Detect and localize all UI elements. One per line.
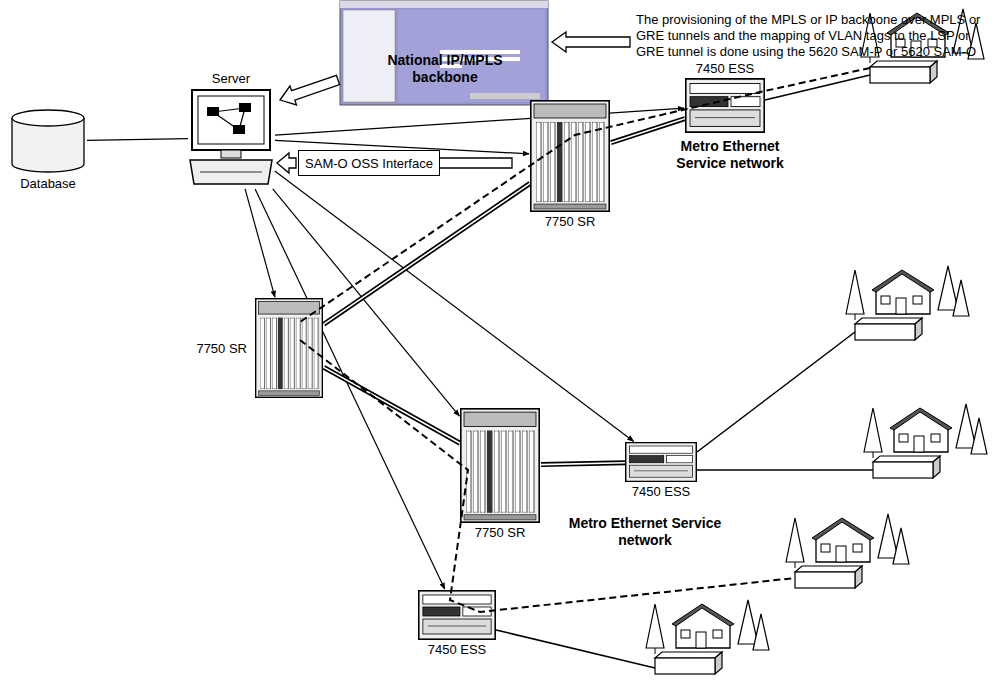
server-drawing <box>190 90 272 184</box>
management-link <box>245 189 275 297</box>
block-arrow <box>277 153 296 173</box>
sr-icon <box>460 408 540 523</box>
device-label: 7750 SR <box>196 341 247 356</box>
switch-node: 7450 ESS <box>418 590 496 640</box>
link-inner <box>611 119 685 143</box>
switch-node: 7450 ESS <box>685 78 765 133</box>
db-drawing <box>12 110 84 172</box>
backbone-link <box>324 183 530 324</box>
link-outer <box>611 119 685 143</box>
db-icon <box>10 108 86 174</box>
switch-node: 7450 ESS <box>625 442 697 482</box>
window-frame <box>340 1 548 105</box>
link-outer <box>541 463 625 465</box>
cloud-shape <box>219 45 633 531</box>
link-outer <box>324 183 530 324</box>
device-label: 7750 SR <box>545 214 596 229</box>
device-label: 7450 ESS <box>632 484 691 499</box>
customer-site <box>846 266 969 340</box>
management-link <box>275 108 684 135</box>
sr-drawing <box>461 409 539 522</box>
device-label: 7450 ESS <box>696 61 755 76</box>
node-label: Server <box>212 71 250 86</box>
buttons <box>470 93 540 99</box>
block-arrow <box>280 75 340 105</box>
ess-icon <box>625 442 697 482</box>
link-inner <box>541 463 625 465</box>
server-icon <box>188 88 274 188</box>
backbone-link <box>611 119 685 143</box>
block-arrow <box>552 32 630 52</box>
backbone-link <box>541 463 625 465</box>
sr-icon <box>530 100 610 212</box>
link-outer <box>324 367 460 443</box>
server-node: Server <box>188 88 274 188</box>
access-line <box>697 332 855 452</box>
customer-site <box>864 404 987 478</box>
callout-note: The provisioning of the MPLS or IP backb… <box>636 12 986 60</box>
node-label: Database <box>20 176 76 191</box>
tunnel-line <box>300 68 870 322</box>
customer-site <box>786 514 909 588</box>
router-node: 7750 SR <box>460 408 540 523</box>
device-label: 7750 SR <box>475 525 526 540</box>
ess-icon <box>418 590 496 640</box>
device-label: 7450 ESS <box>428 642 487 657</box>
cloud-label: Metro Ethernet Service network <box>660 138 800 172</box>
management-link <box>255 189 445 589</box>
ess-drawing <box>626 443 697 482</box>
backbone-link <box>324 367 460 443</box>
box-label: SAM-O OSS Interface <box>305 156 433 171</box>
interface-box: SAM-O OSS Interface <box>298 150 440 176</box>
screenshot <box>340 1 548 105</box>
access-line <box>697 469 873 471</box>
customer-site <box>646 600 769 674</box>
router-node: 7750 SR <box>530 100 610 212</box>
cloud-label: National IP/MPLS backbone <box>375 52 515 86</box>
tunnel-line <box>300 340 795 612</box>
ess-drawing <box>419 591 495 639</box>
cloud-label: Metro Ethernet Service network <box>560 515 730 549</box>
access-line <box>765 75 870 100</box>
link-inner <box>324 183 530 324</box>
access-line <box>496 630 655 668</box>
title-bar <box>340 1 548 8</box>
ess-icon <box>685 78 765 133</box>
callout-group: The provisioning of the MPLS or IP backb… <box>636 12 986 60</box>
side-pane <box>343 10 395 102</box>
management-link <box>87 139 188 141</box>
link-inner <box>324 367 460 443</box>
database-node: Database <box>10 108 86 174</box>
